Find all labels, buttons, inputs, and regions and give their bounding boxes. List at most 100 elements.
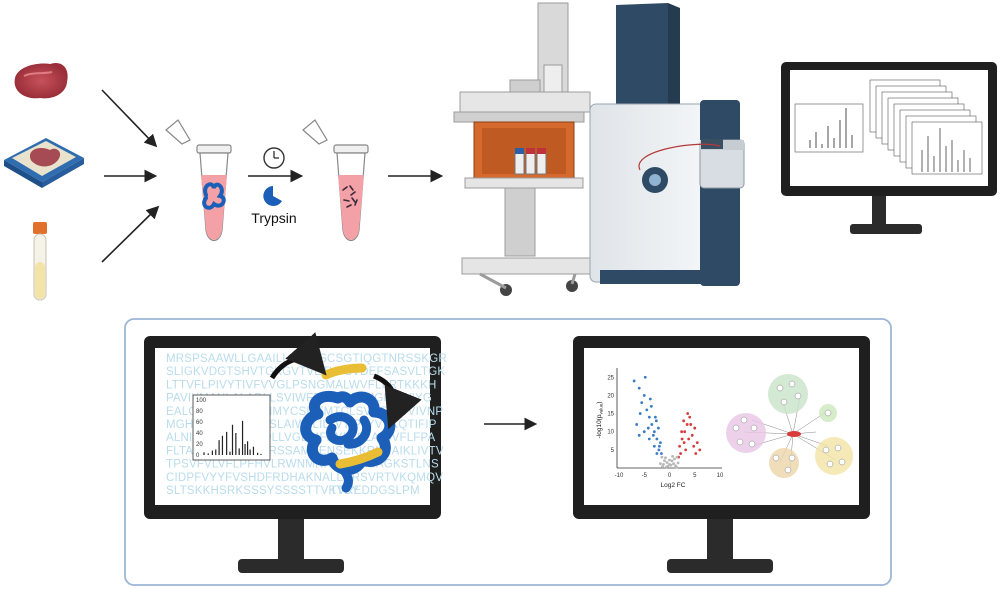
volcano-point [682,419,686,423]
volcano-point [673,457,676,461]
sequence-line: SLTSKKHSRKSSSYSSSSTTVKTSY [166,485,359,497]
network-cluster-tan [769,448,799,478]
single-spectrum-thumbnail [794,103,864,153]
mass-spectrometer-icon [589,3,745,286]
peptide-fragment-icon [321,363,383,469]
volcano-x-tick: 5 [693,473,697,479]
volcano-point [655,437,659,441]
volcano-point [665,465,668,469]
volcano-x-tick: -10 [615,473,624,479]
volcano-y-tick: 20 [607,393,614,399]
volcano-point [668,458,671,462]
lc-system-icon [453,2,591,296]
volcano-point [695,441,699,444]
sequence-line: SLIGKVDGTSHVTGKGVTVETVFSVDEFSASVLTGK [166,366,445,378]
volcano-point [656,426,660,430]
volcano-point [678,444,681,448]
volcano-point [689,423,693,426]
volcano-x-tick: 10 [717,473,724,479]
volcano-point [690,433,694,437]
volcano-point [643,375,647,379]
volcano-point [658,444,661,448]
network-cluster-yellow [815,437,853,475]
volcano-point [675,455,679,459]
volcano-point [679,452,683,455]
volcano-point [632,379,636,383]
volcano-point [671,454,674,458]
volcano-point [648,397,652,401]
volcano-point [657,448,661,452]
sequence-line-suffix: TVREDDGSLPM [330,485,420,497]
volcano-point [653,415,657,419]
volcano-y-tick: 5 [611,448,615,454]
volcano-point [654,419,658,423]
volcano-point [659,441,662,444]
protein-tube-icon [165,119,232,242]
volcano-point [637,386,641,390]
volcano-point [688,415,692,419]
volcano-point [665,461,669,464]
volcano-point [642,394,646,397]
volcano-point [670,459,674,463]
blood-tube-icon [33,222,47,301]
spectrum-y-tick: 100 [196,398,207,404]
network-cluster-green [768,374,808,414]
volcano-x-label: Log2 FC [661,482,686,489]
volcano-point [676,461,680,465]
volcano-point [663,459,666,463]
spectra-monitor-icon [781,62,997,234]
sequence-line: CIDPFVYYFVSHDFRDHAKNALLCRSVRTVKQMQV [166,472,443,484]
volcano-point [637,433,641,437]
spectrum-y-tick: 0 [196,453,200,459]
tissue-sample-icon [14,62,68,99]
volcano-point [646,426,650,430]
volcano-point [672,462,675,466]
spectrum-y-tick: 20 [196,442,203,448]
mapping-arrows [269,332,422,430]
volcano-point [684,448,688,452]
volcano-point [649,404,653,408]
protein-network-diagram [726,374,853,478]
trypsin-label: Trypsin [251,210,296,226]
volcano-point [655,452,659,455]
volcano-x-tick: -5 [642,473,648,479]
trypsin-enzyme-icon [263,186,282,206]
volcano-point [647,437,651,441]
volcano-point [694,452,698,455]
volcano-point [669,463,673,467]
volcano-point [664,456,667,460]
spectrum-y-tick: 40 [196,431,203,437]
volcano-point [692,444,696,448]
volcano-point [638,412,642,415]
volcano-point [640,401,644,405]
volcano-point [683,430,687,434]
volcano-point [650,423,654,426]
network-hub-node [787,431,801,437]
volcano-point [647,415,651,419]
volcano-point [675,465,678,469]
peptide-tube-icon [302,119,369,242]
volcano-point [693,426,697,430]
volcano-point [645,408,649,412]
volcano-point [660,455,664,459]
volcano-point [685,423,689,426]
volcano-x-tick: 0 [668,473,672,479]
volcano-point [660,452,663,455]
volcano-point [698,448,702,452]
clock-icon [263,147,285,169]
volcano-point [680,430,684,434]
volcano-y-tick: 15 [607,412,614,418]
tissue-slide-icon [4,138,84,188]
sample-arrows [101,89,160,263]
volcano-y-tick: 10 [607,430,614,436]
volcano-point [687,437,691,441]
sequence-line: LTTVFLPIVYTIVFVVGLPSNGMALWVFLFRTKKKH [166,379,436,391]
network-cluster-purple [726,413,766,453]
volcano-point [635,423,639,426]
spectrum-y-tick: 60 [196,420,203,426]
volcano-point [642,430,646,434]
volcano-point [652,444,656,448]
volcano-point [680,437,684,441]
volcano-y-tick: 25 [607,375,614,381]
volcano-point [661,465,664,468]
